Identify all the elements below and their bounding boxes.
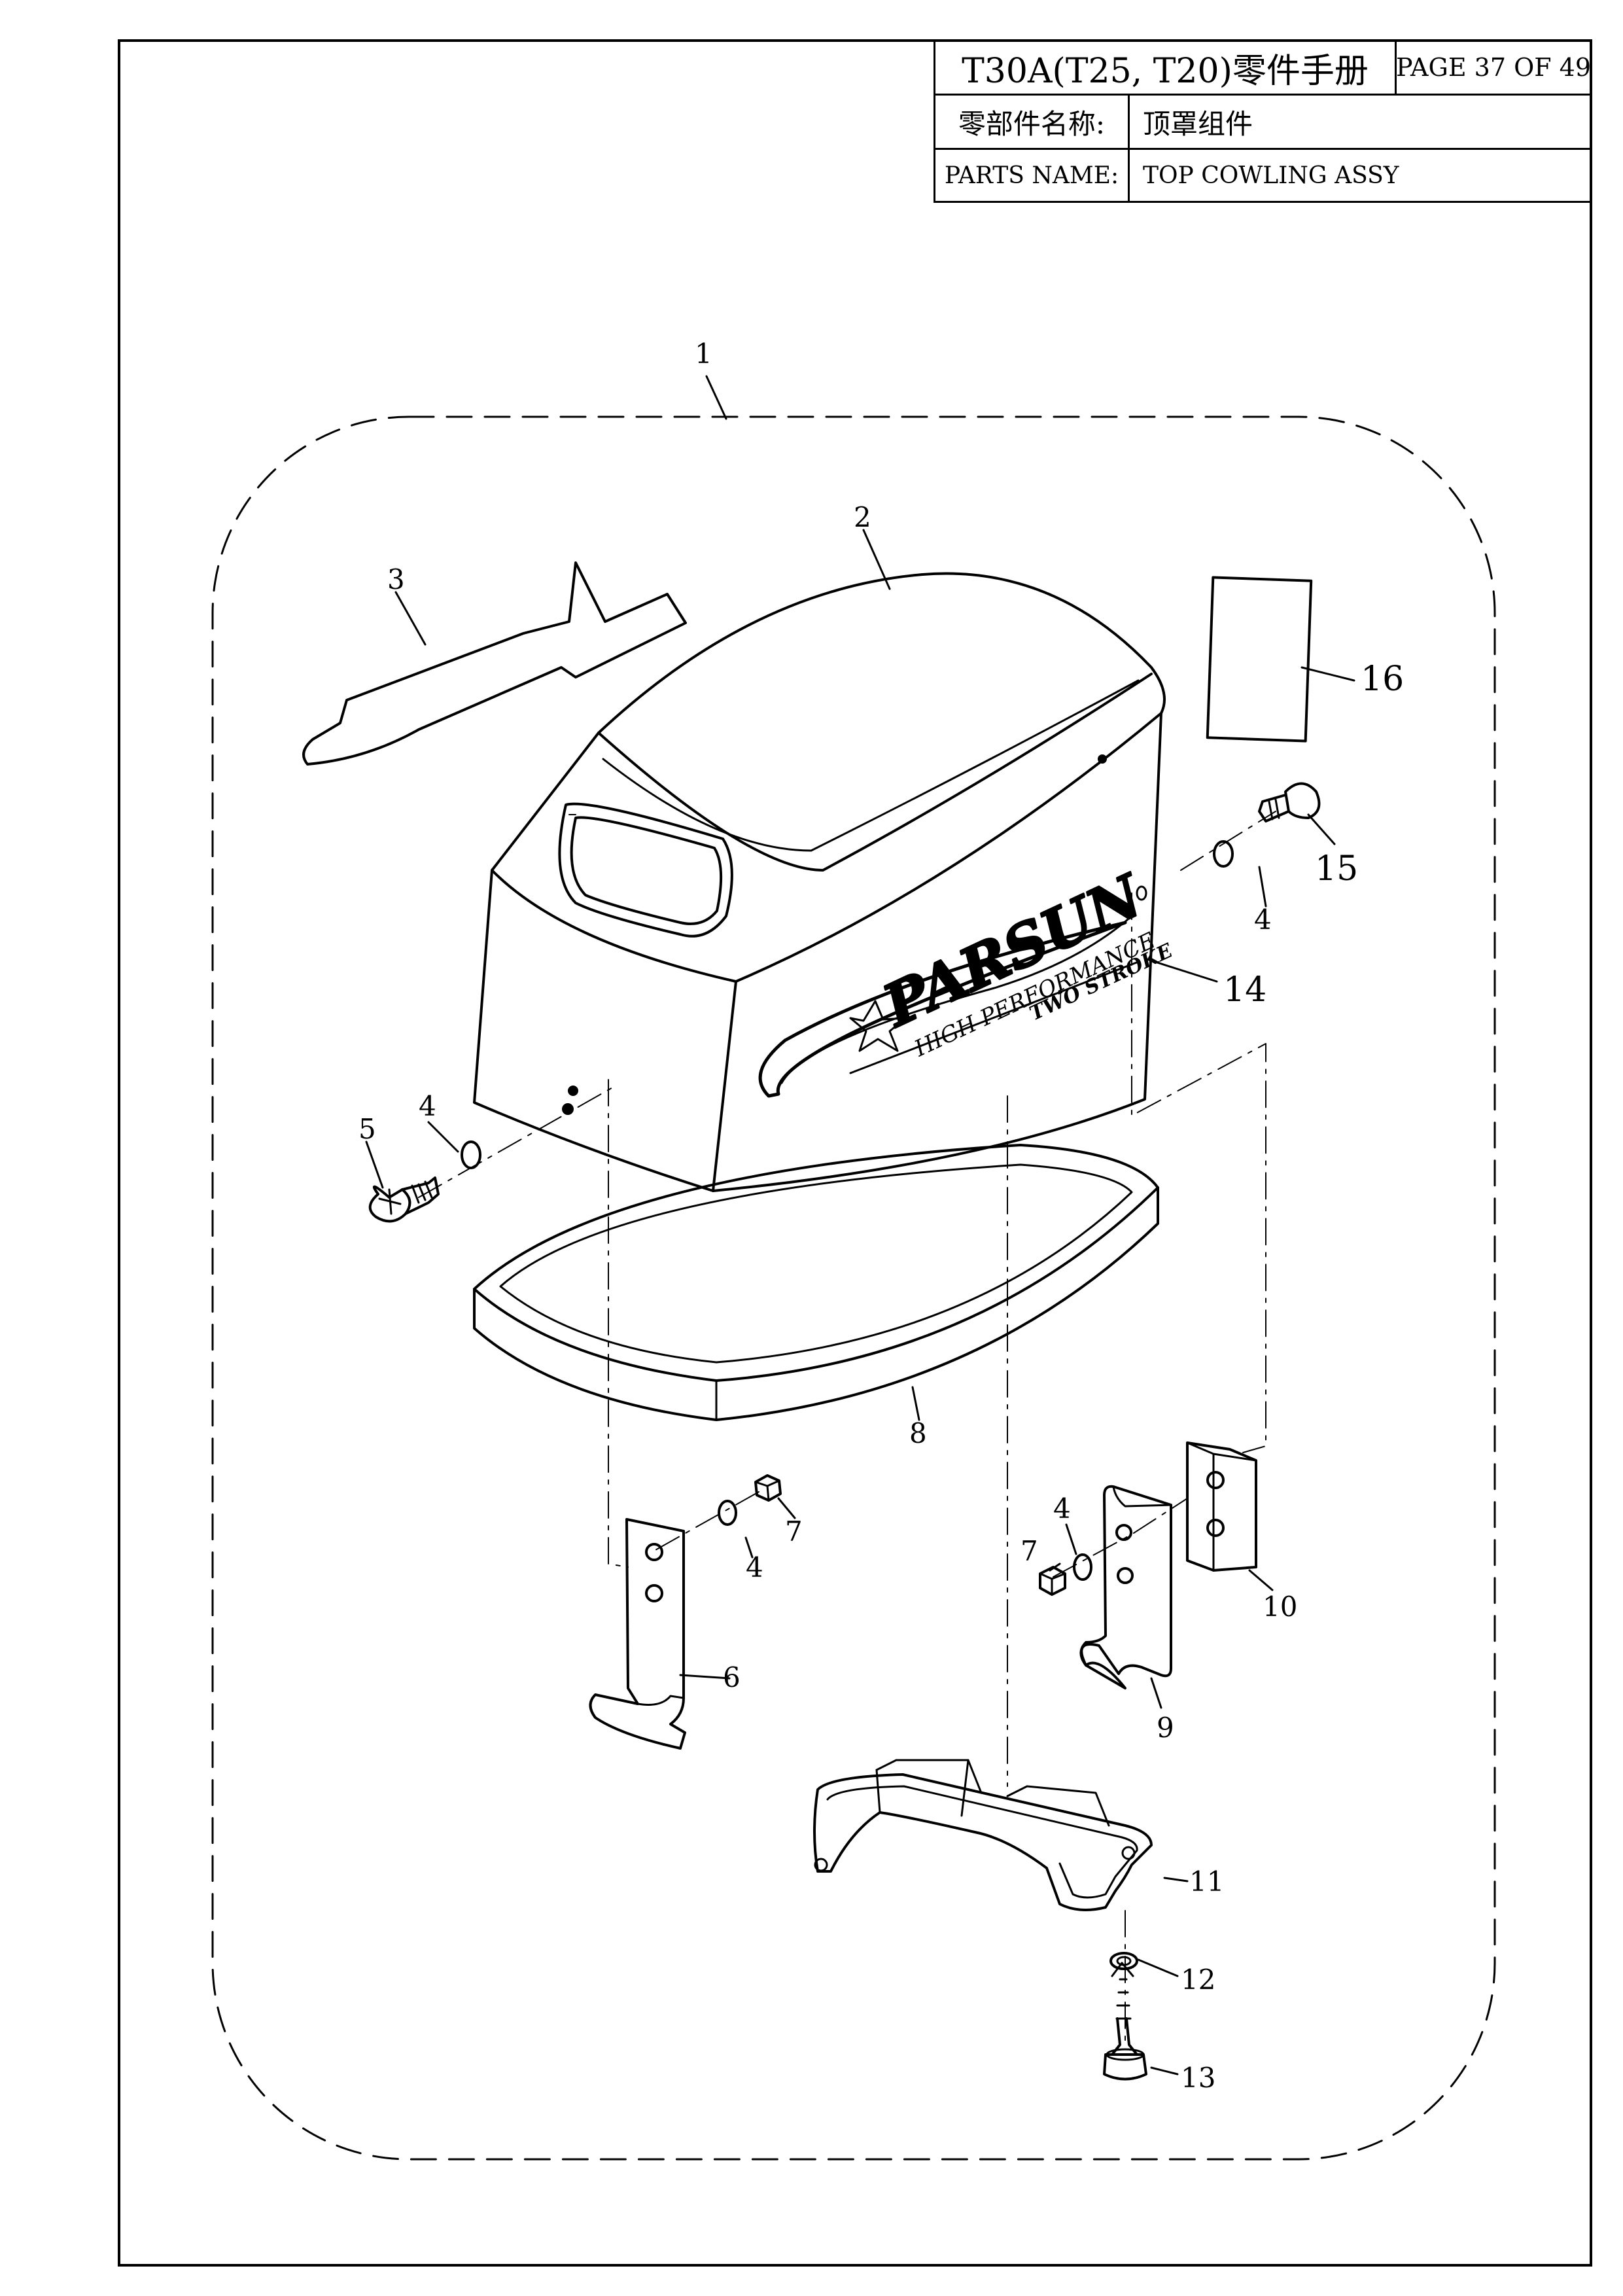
logo-decal: PARSUN HIGH PERFORMANCE TWO STROKE [758, 859, 1177, 1098]
callout-7a: 7 [785, 1515, 803, 1547]
en-name-value: TOP COWLING ASSY [1128, 148, 1592, 203]
callout-6: 6 [723, 1661, 741, 1693]
part-8-seal [473, 1144, 1159, 1421]
callout-1: 1 [695, 338, 712, 370]
callout-11: 11 [1189, 1865, 1224, 1898]
en-name-label: PARTS NAME: [934, 148, 1130, 203]
callout-9: 9 [1157, 1712, 1174, 1744]
callout-13: 13 [1181, 2062, 1215, 2094]
part-6-left-bracket [589, 1518, 686, 1750]
callout-7b: 7 [1021, 1535, 1038, 1567]
cn-name-label: 零部件名称: [934, 94, 1130, 150]
callout-5: 5 [358, 1113, 376, 1145]
leader-lines [365, 375, 1355, 2075]
callout-12: 12 [1181, 1964, 1215, 1996]
callout-4a: 4 [1254, 904, 1272, 936]
callout-15: 15 [1315, 849, 1358, 889]
part-3-decal [302, 561, 687, 766]
callout-4c: 4 [746, 1551, 763, 1583]
part-2-top-cowling [473, 572, 1166, 1192]
alignment-lines [418, 811, 1276, 2042]
part-10-pad [1186, 1441, 1257, 1572]
callout-2: 2 [854, 501, 871, 533]
callout-14: 14 [1223, 970, 1266, 1010]
drawing-frame [118, 39, 1592, 2267]
title-block: T30A(T25, T20)零件手册 PAGE 37 OF 49 零部件名称: … [934, 39, 1592, 203]
part-9-right-bracket [1079, 1485, 1172, 1689]
part-11-lower-cover [813, 1759, 1153, 1911]
callout-16: 16 [1361, 660, 1404, 699]
callout-4d: 4 [1053, 1492, 1071, 1525]
part-15-screw [1258, 782, 1321, 822]
callout-10: 10 [1263, 1591, 1297, 1623]
part-12-washer [1109, 1952, 1138, 1970]
assembly-boundary [211, 415, 1496, 2161]
callout-4b: 4 [419, 1090, 436, 1122]
part-13-bolt [1103, 1962, 1147, 2081]
part-16-label [1206, 576, 1313, 743]
part-5-screw [368, 1176, 440, 1223]
callout-3: 3 [387, 563, 405, 595]
callout-8: 8 [909, 1417, 927, 1449]
